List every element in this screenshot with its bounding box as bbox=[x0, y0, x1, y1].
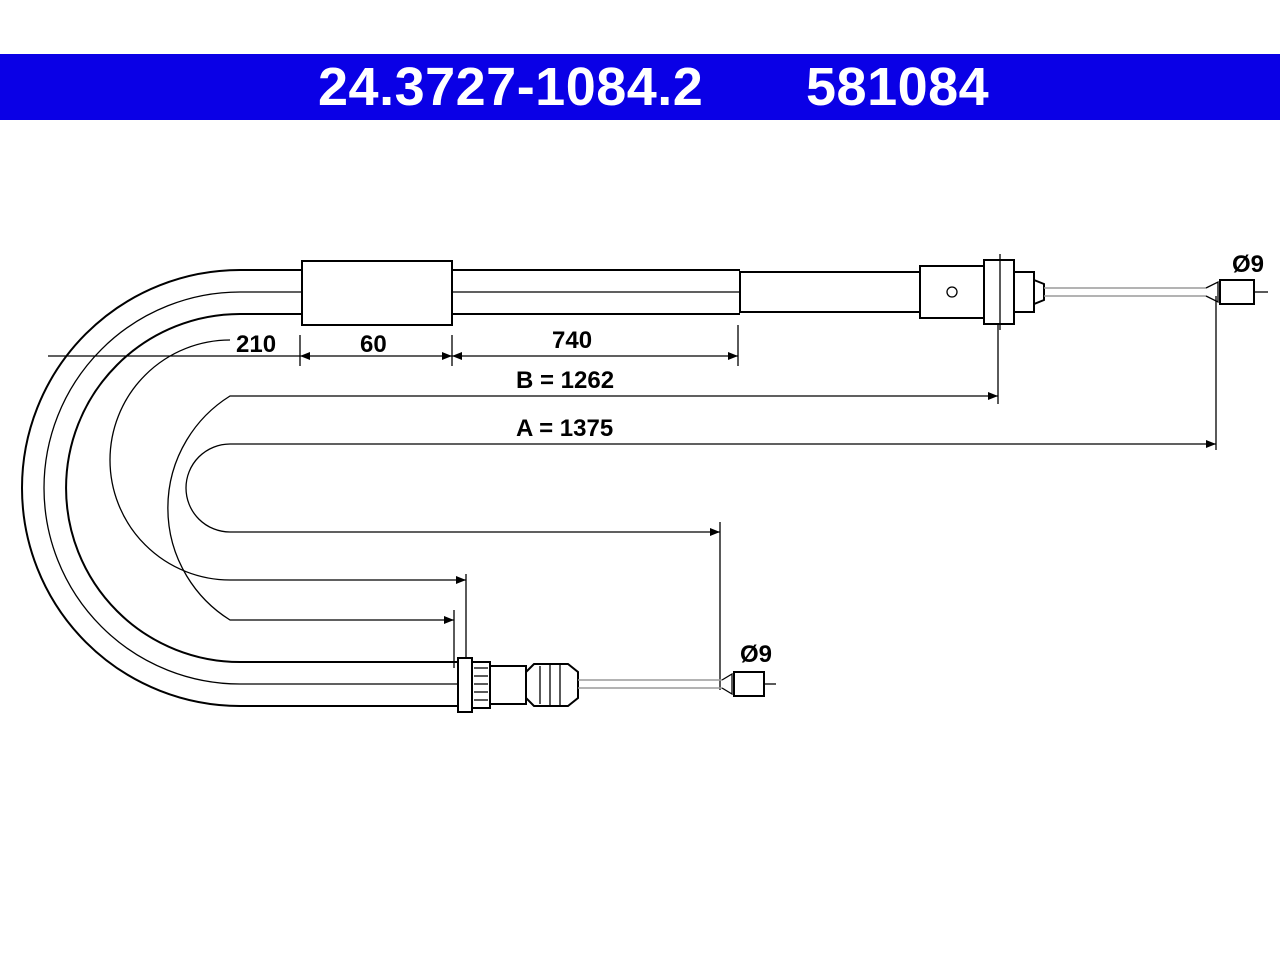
dimension-b-line bbox=[167, 395, 998, 621]
title-bar bbox=[0, 54, 1280, 120]
guide-line bbox=[109, 339, 466, 581]
cable-core-line bbox=[43, 291, 920, 685]
diameter-label-bottom: Ø9 bbox=[740, 641, 772, 668]
reference-number: 581084 bbox=[806, 57, 990, 117]
part-number: 24.3727-1084.2 bbox=[318, 57, 704, 117]
cable-sheath-outer bbox=[21, 269, 740, 707]
cable-sleeve bbox=[301, 260, 453, 326]
dimension-60: 60 bbox=[360, 331, 387, 358]
dimension-740: 740 bbox=[552, 327, 592, 354]
dimension-segments bbox=[48, 325, 739, 366]
dimension-b: B = 1262 bbox=[516, 367, 614, 394]
bottom-end-fitting bbox=[457, 657, 776, 713]
dimension-210: 210 bbox=[236, 331, 276, 358]
top-end-fitting bbox=[739, 254, 1268, 330]
cable-sheath-inner bbox=[65, 313, 740, 663]
diameter-label-top: Ø9 bbox=[1232, 251, 1264, 278]
dimension-a: A = 1375 bbox=[516, 415, 613, 442]
dimension-a-line bbox=[185, 443, 1216, 533]
